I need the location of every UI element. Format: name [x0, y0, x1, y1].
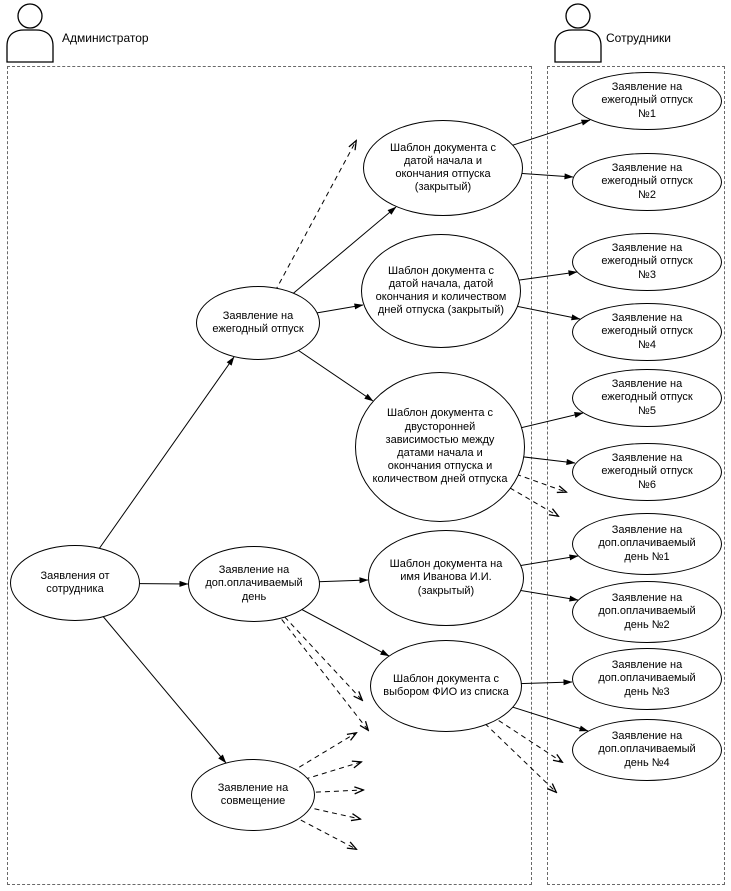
node-annual-leave-5: Заявление на ежегодный отпуск №5: [572, 369, 722, 427]
node-extra-day-3: Заявление на доп.оплачиваемый день №3: [572, 648, 722, 710]
node-employee-requests: Заявления от сотрудника: [10, 545, 140, 621]
node-extra-day-4: Заявление на доп.оплачиваемый день №4: [572, 719, 722, 781]
node-annual-leave-request: Заявление на ежегодный отпуск: [196, 286, 320, 360]
edge-root-annual: [74, 356, 235, 584]
node-template-two-way-dependency: Шаблон документа с двусторонней зависимо…: [355, 372, 525, 522]
node-extra-day-2: Заявление на доп.оплачиваемый день №2: [572, 581, 722, 643]
node-template-fio-list: Шаблон документа с выбором ФИО из списка: [370, 640, 522, 732]
admin-boundary: [7, 66, 532, 885]
node-annual-leave-1: Заявление на ежегодный отпуск №1: [572, 72, 722, 130]
node-annual-leave-3: Заявление на ежегодный отпуск №3: [572, 233, 722, 291]
node-extra-day-1: Заявление на доп.оплачиваемый день №1: [572, 513, 722, 575]
edge-tpl5-more-2: [445, 685, 556, 792]
node-template-ivanov-closed: Шаблон документа на имя Иванова И.И. (за…: [368, 530, 524, 626]
node-annual-leave-6: Заявление на ежегодный отпуск №6: [572, 443, 722, 501]
admin-actor-icon: [6, 3, 54, 63]
admin-actor-label: Администратор: [62, 31, 149, 45]
employees-actor-icon: [554, 3, 602, 63]
node-annual-leave-2: Заявление на ежегодный отпуск №2: [572, 153, 722, 211]
node-extra-paid-day-request: Заявление на доп.оплачиваемый день: [188, 546, 320, 622]
node-annual-leave-4: Заявление на ежегодный отпуск №4: [572, 303, 722, 361]
employees-actor-label: Сотрудники: [606, 31, 671, 45]
node-template-dates-closed: Шаблон документа с датой начала и оконча…: [363, 120, 523, 216]
node-combination-request: Заявление на совмещение: [191, 759, 315, 831]
employees-boundary: [547, 66, 725, 885]
edge-annual-extend: [257, 141, 356, 324]
node-template-dates-days-closed: Шаблон документа с датой начала, датой о…: [361, 234, 521, 348]
